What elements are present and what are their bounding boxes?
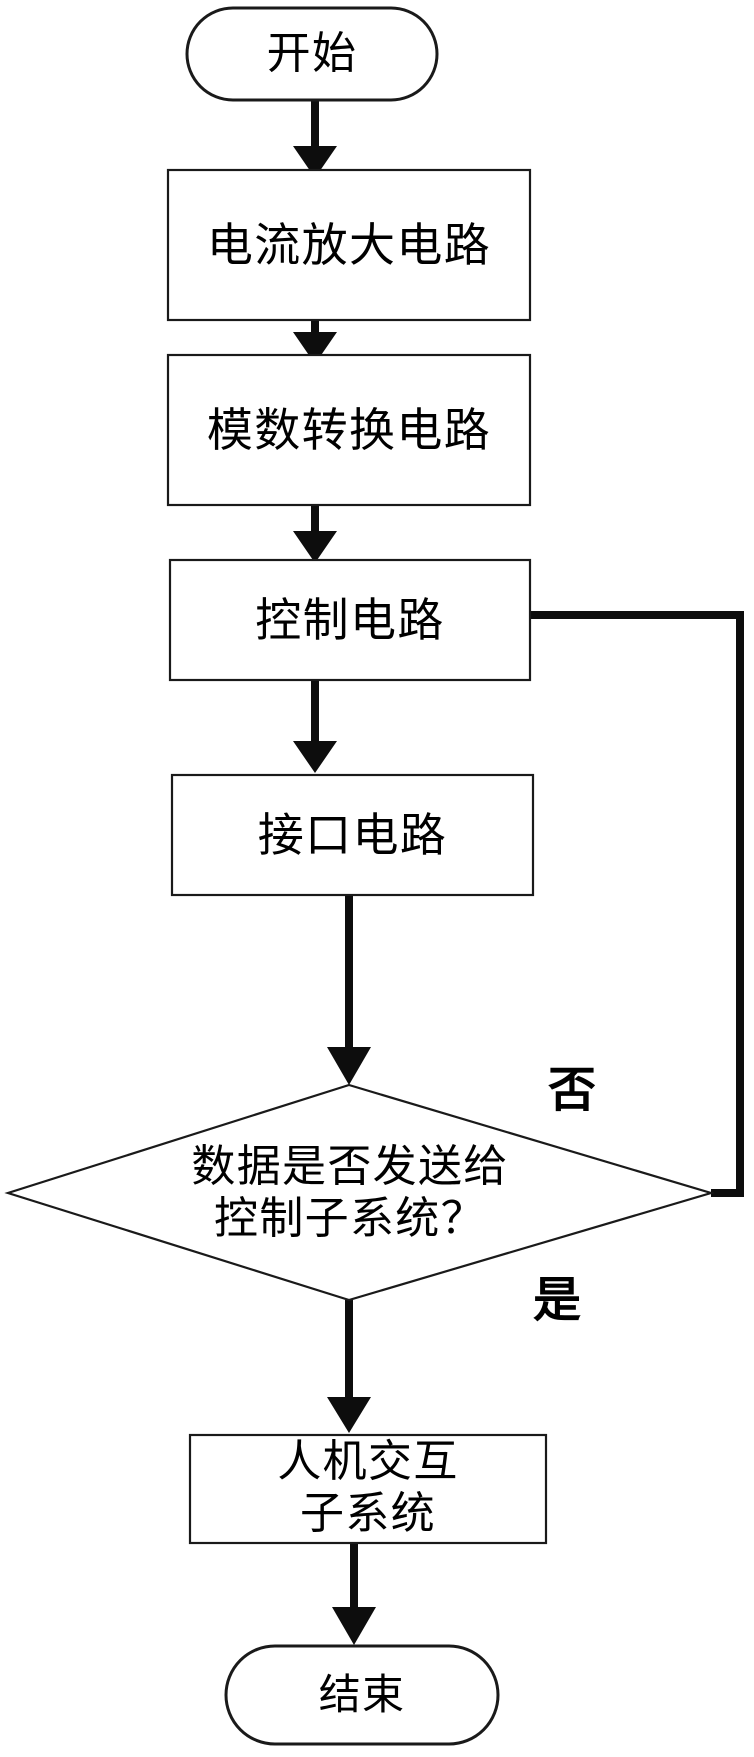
edge-label-yes: 是: [533, 1272, 582, 1328]
connector-start-to-current-amplifier: [293, 100, 337, 178]
connector-current-amplifier-to-adc: [293, 320, 337, 364]
connector-adc-to-control-circuit: [293, 505, 337, 563]
edge-label-no: 否: [548, 1062, 597, 1118]
node-shape-hmi-subsystem[interactable]: [188, 1433, 548, 1545]
node-shape-end[interactable]: [224, 1644, 500, 1746]
node-shape-control-circuit[interactable]: [168, 558, 532, 682]
connector-interface-circuit-to-decision: [327, 895, 371, 1085]
node-shape-current-amplifier[interactable]: [166, 168, 532, 322]
node-shape-interface-circuit[interactable]: [170, 773, 535, 897]
node-shape-adc[interactable]: [166, 353, 532, 507]
connector-hmi-subsystem-to-end: [332, 1543, 376, 1645]
connector-decision-yes-to-hmi-subsystem: [327, 1300, 371, 1433]
node-shape-decision[interactable]: [4, 1083, 715, 1302]
connector-control-circuit-to-interface-circuit: [293, 680, 337, 773]
node-shape-start[interactable]: [185, 6, 439, 102]
